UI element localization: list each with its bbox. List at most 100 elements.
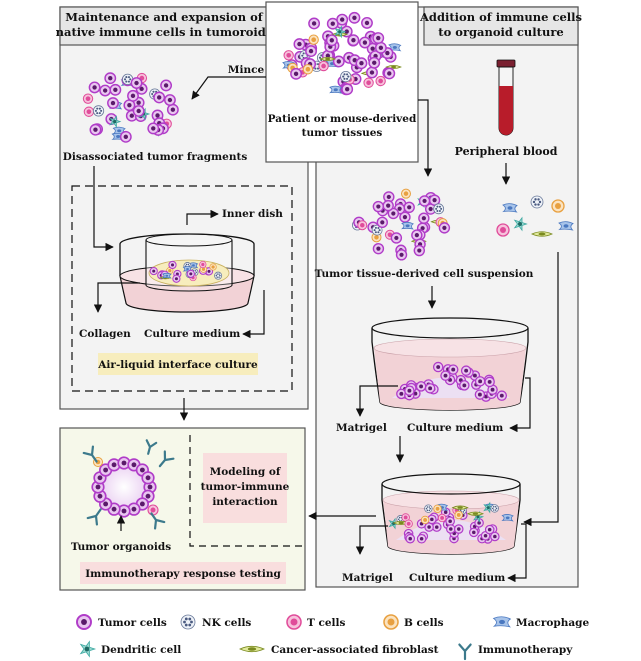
b-cell: [551, 199, 565, 213]
bottom-dashed-divider: [189, 435, 305, 547]
legend-macrophage: Macrophage: [516, 617, 589, 629]
tumor-cell: [141, 471, 155, 485]
tumor-cell: [490, 531, 500, 542]
t-cell: [437, 513, 447, 523]
tumor-cell: [361, 16, 373, 29]
tumor-cell: [382, 199, 394, 212]
macrophage: [388, 43, 402, 52]
tumor-cell: [341, 83, 354, 96]
legend: Tumor cells NK cells T cells B cells Mac…: [76, 614, 589, 661]
legend-nk-cells: NK cells: [202, 617, 251, 629]
tumor-cell: [424, 383, 436, 394]
fibroblast: [531, 231, 553, 237]
fragments-label: Disassociated tumor fragments: [63, 151, 248, 163]
t-cell: [199, 260, 207, 269]
ali-culture-dish: [119, 233, 255, 313]
culture-medium-2-label: Culture medium: [409, 572, 505, 584]
matrigel-2-arrow: [355, 525, 388, 555]
tumor-cell: [460, 365, 472, 376]
culture-medium-1-label: Culture medium: [407, 422, 503, 434]
tumor-cell: [127, 89, 139, 102]
t-cell: [363, 77, 374, 88]
tumor-cell: [325, 34, 338, 47]
tumor-cell: [132, 105, 145, 117]
tumor-cell: [99, 463, 113, 477]
tumor-cell: [308, 17, 321, 30]
tumor-cell: [358, 36, 371, 49]
peripheral-immune-cells: [496, 195, 574, 237]
tumor-cell: [153, 91, 166, 104]
b-cell: [420, 515, 430, 525]
t-cell: [375, 75, 386, 87]
t-cell: [357, 220, 368, 231]
tumor-cell: [469, 527, 479, 538]
antibody: [150, 512, 166, 530]
tumor-cell: [453, 524, 464, 534]
fragments-arrow: [93, 166, 114, 252]
right-panel-title-line2: to organoid culture: [438, 25, 563, 39]
tumor-cell: [109, 83, 122, 96]
t-cell: [401, 513, 410, 522]
nk-cell: [214, 271, 223, 280]
tumor-cell: [89, 123, 102, 136]
tumor-cell: [355, 57, 368, 70]
tumor-cell: [160, 79, 173, 92]
peripheral-blood-label: Peripheral blood: [455, 145, 558, 158]
air-liquid-highlight: [98, 353, 258, 375]
b-cell: [308, 34, 319, 45]
source-tissue-box: Patient or mouse-derived tumor tissues: [265, 1, 419, 163]
tumor-cell: [336, 13, 349, 26]
nk-cell: [92, 105, 105, 117]
macrophage: [401, 221, 414, 230]
matrigel-dish-1: [371, 317, 529, 411]
inner-dish-arrow: [186, 209, 219, 225]
right-panel-title-line1: Addition of immune cells: [419, 10, 582, 24]
t-cell: [83, 106, 95, 117]
tumor-cell: [130, 77, 143, 89]
macrophage: [502, 203, 518, 213]
tumor-organoids-label: Tumor organoids: [71, 541, 171, 553]
tumor-cell: [484, 524, 495, 535]
tumor-cell: [374, 41, 387, 54]
t-cell: [286, 614, 302, 630]
tumor-cell: [405, 533, 416, 544]
nk-cell: [530, 195, 544, 209]
tumor-organoid: [82, 439, 175, 530]
tumor-cell: [403, 201, 415, 213]
legend-caf: Cancer-associated fibroblast: [271, 644, 439, 656]
b-cell: [454, 510, 463, 520]
tumor-cell: [424, 203, 437, 215]
matrigel-dish-2: [381, 473, 521, 555]
culture-medium-1-arrow: [509, 377, 531, 433]
immunotherapy-testing-box: [80, 562, 286, 584]
left-panel-title-line1: Maintenance and expansion of: [65, 10, 263, 24]
culture-medium-left-arrow: [242, 290, 265, 339]
mince-step: Mince: [191, 64, 266, 100]
tumor-cell: [76, 614, 92, 630]
tumor-cell: [431, 522, 442, 532]
tumor-cell: [348, 11, 361, 24]
b-cell: [302, 64, 314, 75]
tumor-cell: [372, 200, 385, 213]
tumor-cell: [383, 67, 396, 80]
tumor-cell: [372, 242, 385, 255]
tumor-cell: [368, 56, 381, 69]
tumor-cell: [416, 533, 427, 544]
inner-dish-label: Inner dish: [222, 208, 283, 220]
tissue-to-suspension-arrow: [418, 99, 433, 177]
nk-cell: [371, 224, 383, 236]
modeling-label-line3: interaction: [212, 496, 278, 508]
tumor-cell: [418, 212, 430, 224]
tumor-cell: [459, 380, 470, 391]
nk-cell: [424, 504, 433, 513]
tumor-cell: [447, 364, 459, 375]
tumor-cell: [474, 376, 486, 387]
tumor-cell: [413, 244, 426, 257]
tumor-cell: [186, 269, 195, 278]
t-cell: [318, 60, 329, 72]
legend-tumor-cells: Tumor cells: [98, 617, 167, 629]
dendritic-cell: [483, 501, 495, 514]
blood-tube: [496, 59, 516, 136]
tumor-cell: [418, 195, 431, 207]
macrophage: [329, 85, 343, 94]
